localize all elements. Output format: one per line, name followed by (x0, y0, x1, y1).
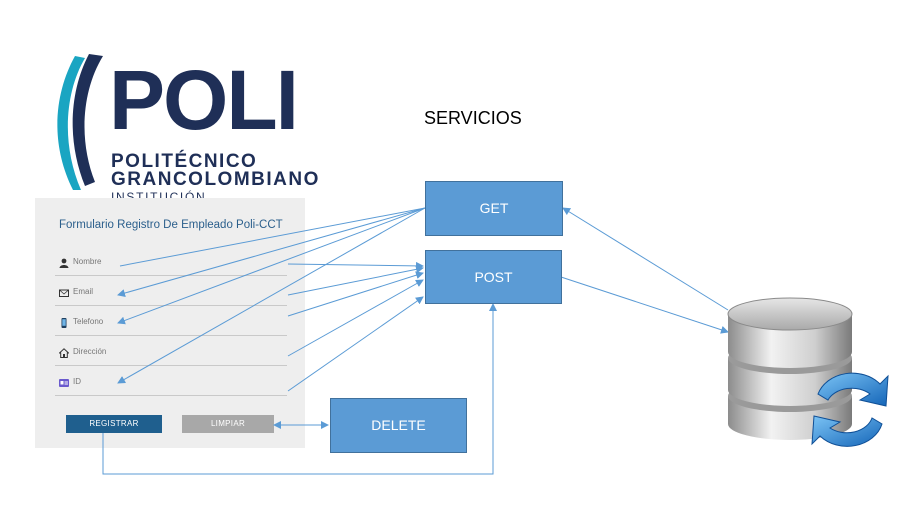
clear-button[interactable]: LIMPIAR (182, 415, 274, 433)
address-field[interactable]: Dirección (55, 345, 287, 366)
id-field[interactable]: ID (55, 375, 287, 396)
address-to-post-arrow (287, 279, 424, 357)
get-to-email-arrow (117, 207, 426, 297)
phone-icon (61, 318, 67, 328)
register-button[interactable]: REGISTRAR (66, 415, 162, 433)
id-field-label: ID (73, 377, 81, 386)
email-to-post-arrow (287, 265, 424, 296)
logo-line-2: GRANCOLOMBIANO (111, 169, 320, 190)
logo-word: POLI (109, 53, 299, 147)
post-to-database-arrow (560, 276, 729, 334)
id-card-icon (59, 379, 69, 387)
get-to-phone-arrow (117, 207, 426, 325)
logo-line-1: POLITÉCNICO (111, 151, 258, 172)
address-field-label: Dirección (73, 347, 107, 356)
email-field-label: Email (73, 287, 94, 296)
database-to-get-arrow (562, 207, 729, 311)
phone-field[interactable]: Telefono (55, 315, 287, 336)
phone-to-post-arrow (287, 271, 424, 317)
services-title: SERVICIOS (424, 108, 522, 128)
name-field[interactable]: Nombre (55, 255, 287, 276)
person-icon (59, 258, 69, 268)
name-to-post-arrow (287, 261, 424, 270)
name-field-label: Nombre (73, 257, 102, 266)
get-to-name-line (119, 207, 426, 267)
get-to-id-arrow (117, 207, 426, 384)
email-icon (59, 289, 69, 297)
register-to-post-arrow (102, 303, 497, 475)
form-title: Formulario Registro De Empleado Poli-CCT (59, 219, 283, 231)
id-to-post-arrow (287, 296, 424, 392)
poli-swoosh-icon (57, 54, 103, 190)
home-icon (59, 348, 69, 358)
delete-service-box: DELETE (330, 398, 467, 453)
phone-field-label: Telefono (73, 317, 104, 326)
get-service-box: GET (425, 181, 563, 236)
post-service-box: POST (425, 250, 562, 304)
email-field[interactable]: Email (55, 285, 287, 306)
database-sync-icon (727, 297, 889, 447)
